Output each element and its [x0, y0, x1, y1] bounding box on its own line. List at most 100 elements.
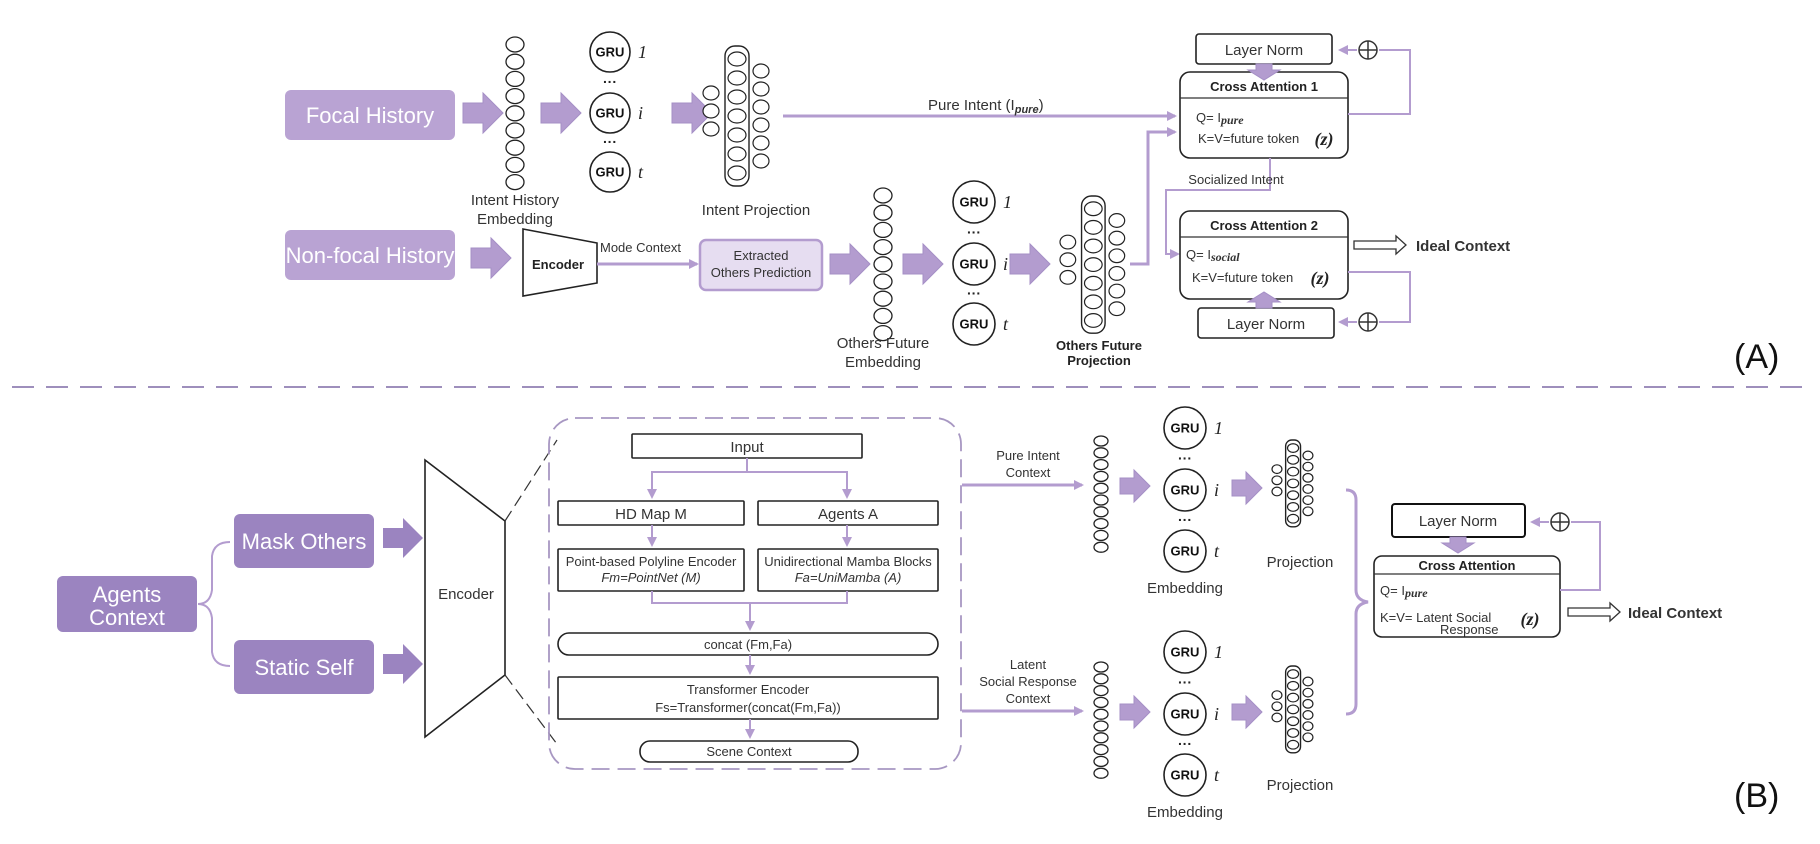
projection-cell [1083, 201, 1103, 217]
intent-projection-label: Intent Projection [702, 202, 810, 219]
gru-index: 1 [1003, 192, 1012, 212]
arrow-to-others-proj [1009, 242, 1051, 286]
projection-cell [727, 89, 747, 105]
projection-cell [1271, 486, 1283, 497]
embedding-cell [1093, 541, 1109, 553]
gru-index: i [1214, 704, 1219, 724]
projection-cell [727, 165, 747, 181]
others-to-cross1-connector [1130, 127, 1177, 266]
projection-cell [1108, 248, 1126, 264]
layer-norm-a-top-label: Layer Norm [1225, 42, 1303, 59]
gru-label: GRU [960, 257, 989, 272]
agents-context-label-2: Context [89, 605, 165, 630]
projection-cell [727, 51, 747, 67]
projection-cell [702, 121, 720, 137]
ideal-context-a: Ideal Context [1416, 238, 1510, 255]
transformer-label-2: Fs=Transformer(concat(Fm,Fa)) [655, 700, 841, 715]
latent-label-3: Context [1006, 691, 1051, 706]
gru-cell [1163, 753, 1207, 797]
cross-b-kv-1: K=V= Latent Social [1380, 610, 1491, 625]
brace-bottom [197, 603, 231, 667]
projection-cell [752, 153, 770, 169]
gru-cell [589, 151, 631, 193]
ideal-context-arrow-b [1567, 601, 1621, 623]
gru-ellipsis: ··· [967, 224, 981, 240]
encoder-detail-box [548, 417, 962, 770]
gru-cell [952, 242, 996, 286]
focal-history-box [285, 90, 455, 140]
embedding-cell [873, 221, 893, 239]
gru-label: GRU [1171, 645, 1200, 660]
projection-cell [1108, 230, 1126, 246]
merge-connector [651, 591, 848, 604]
gru-index: 1 [1214, 642, 1223, 662]
panel-b-tag: (B) [1734, 777, 1779, 815]
cross-b-q: Q= Ipure [1380, 583, 1428, 600]
gru-label: GRU [1171, 544, 1200, 559]
embedding-cell [1093, 470, 1109, 483]
embedding-cell [873, 290, 893, 307]
embedding-cell [873, 324, 893, 342]
embedding-cell [1093, 506, 1109, 518]
cross1-z: (z) [1315, 129, 1334, 150]
embedding-bottom-label: Embedding [1147, 804, 1223, 821]
projection-cell [1286, 680, 1300, 691]
projection-cell [1108, 283, 1126, 299]
arrow-ln-to-cross1 [1246, 63, 1282, 81]
embedding-column-top [1093, 435, 1109, 553]
embedding-cell [1093, 708, 1109, 720]
agents-a-label: Agents A [818, 506, 878, 523]
gru-index: t [1214, 765, 1220, 785]
mamba-label-1: Unidirectional Mamba Blocks [764, 554, 932, 569]
projection-cell [1302, 506, 1314, 517]
cross2-z: (z) [1311, 268, 1330, 289]
embedding-cell [1093, 684, 1109, 697]
arrow-b-top-1 [1119, 468, 1151, 504]
projection-cell [1108, 213, 1126, 228]
projection-cell [1302, 698, 1314, 709]
embedding-cell [505, 173, 525, 191]
concat-box [557, 632, 939, 656]
embedding-cell [1093, 447, 1109, 459]
arrow-nonfocal [470, 236, 512, 280]
projection-cell [752, 135, 770, 151]
extracted-others-box [698, 238, 824, 292]
others-future-label-2: Embedding [845, 354, 921, 371]
projection-cell [752, 63, 770, 79]
embedding-cell [873, 238, 893, 256]
projection-cell [727, 127, 747, 143]
residual-a-top [1348, 49, 1411, 115]
transformer-label-1: Transformer Encoder [687, 682, 810, 697]
add-circle-a-bottom [1358, 312, 1378, 332]
gru-cell [1163, 468, 1207, 512]
socialized-intent-connector [1165, 158, 1271, 259]
static-self-label: Static Self [254, 655, 354, 680]
gru-index: t [1003, 314, 1009, 334]
projection-cell [1286, 669, 1300, 679]
cross-b-z: (z) [1521, 609, 1540, 630]
cross-b-title: Cross Attention [1418, 558, 1515, 573]
projection-cell [1302, 450, 1314, 461]
gru-cell [1163, 529, 1207, 573]
gru-label: GRU [1171, 768, 1200, 783]
encoder-a-label: Encoder [532, 257, 584, 272]
projection-cell [1271, 690, 1283, 701]
gru-cell [589, 31, 631, 73]
gru-index: i [638, 103, 643, 123]
input-to-agents [747, 471, 852, 499]
latent-label-2: Social Response [979, 674, 1077, 689]
embedding-cell [873, 273, 893, 290]
embedding-cell [505, 87, 525, 105]
embedding-cell [505, 70, 525, 88]
arrow-to-intent-proj [671, 91, 713, 135]
projection-cell [1059, 252, 1077, 268]
projection-block-bottom [1271, 665, 1314, 754]
projection-cell [1059, 234, 1077, 250]
gru-label: GRU [596, 106, 625, 121]
arrow-to-others-embed [829, 242, 871, 286]
gru-label: GRU [1171, 483, 1200, 498]
projection-bottom-label: Projection [1267, 777, 1334, 794]
gru-ellipsis: ··· [967, 285, 981, 301]
others-proj-label-1: Others Future [1056, 338, 1142, 353]
